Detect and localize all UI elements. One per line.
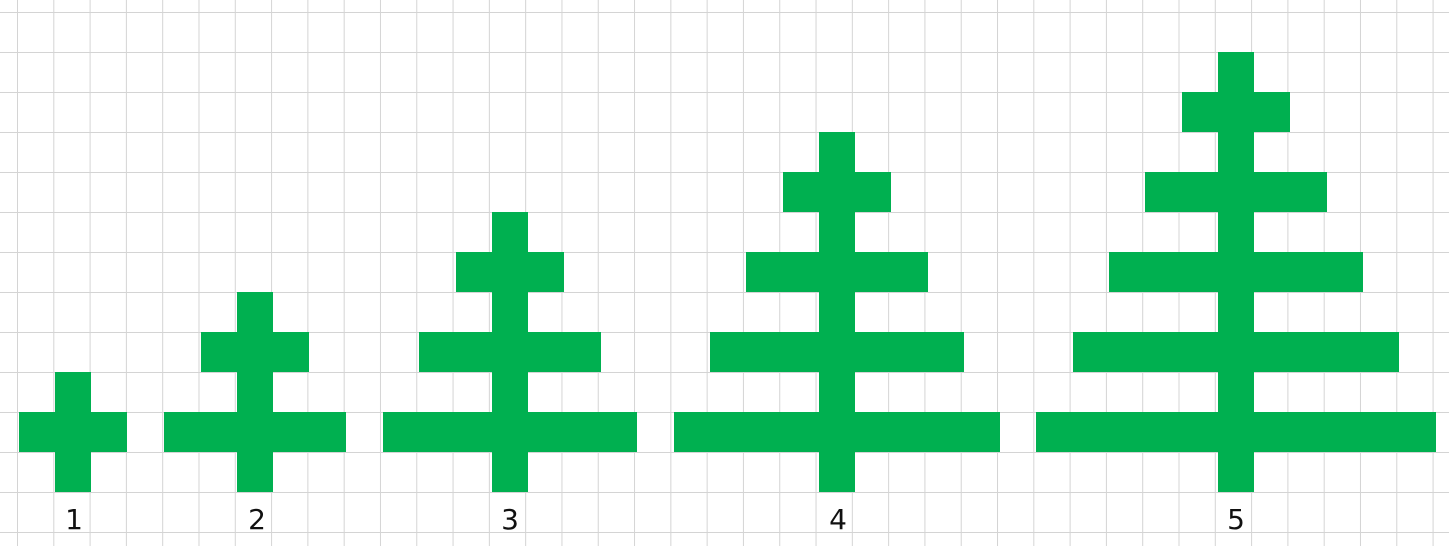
tree-4-branch-3: [710, 332, 964, 372]
tree-2-trunk: [237, 292, 273, 492]
tree-4-branch-1: [783, 172, 892, 212]
figure-number-4: 4: [818, 500, 858, 540]
figure-number-3: 3: [490, 500, 530, 540]
tree-3-branch-3: [383, 412, 637, 452]
tree-4-branch-2: [746, 252, 928, 292]
figure-number-5: 5: [1216, 500, 1256, 540]
tree-5-branch-4: [1073, 332, 1400, 372]
tree-1-branch-1: [19, 412, 128, 452]
tree-2-branch-2: [164, 412, 346, 452]
tree-4-branch-4: [674, 412, 1001, 452]
figure-number-2: 2: [237, 500, 277, 540]
tree-5-branch-3: [1109, 252, 1363, 292]
tree-5-branch-5: [1036, 412, 1435, 452]
tree-2-branch-1: [201, 332, 310, 372]
tree-3-branch-1: [456, 252, 565, 292]
tree-3-branch-2: [419, 332, 601, 372]
figure-number-1: 1: [54, 500, 94, 540]
tree-5-branch-1: [1182, 92, 1291, 132]
tree-5-branch-2: [1145, 172, 1327, 212]
